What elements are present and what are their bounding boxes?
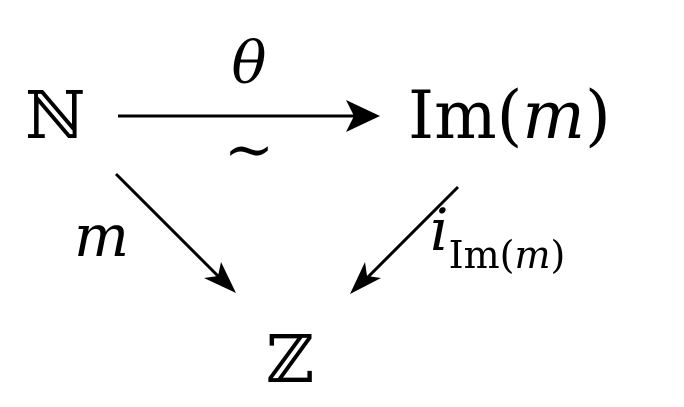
arrow-theta-label: θ [232,29,267,97]
arrow-inclusion-head [350,262,381,294]
node-image-prefix: Im( [408,77,522,154]
subscript-variable: m [514,233,550,277]
node-integers: ℤ [266,321,314,398]
arrow-m-head [204,262,236,293]
node-naturals: ℕ [25,77,85,154]
arrow-m [114,172,236,293]
arrow-m-shaft [114,172,222,280]
node-image-variable: m [522,77,585,154]
arrow-inclusion-shaft [364,185,460,281]
arrow-inclusion-label: iIm(m) [430,196,565,277]
arrow-theta-head [346,100,380,132]
arrow-theta [118,100,380,132]
arrow-theta-iso-label: ∼ [224,115,274,185]
arrow-inclusion-label-subscript: Im(m) [449,233,566,277]
arrow-inclusion-label-main: i [430,196,449,264]
subscript-prefix: Im( [449,233,515,277]
node-image-suffix: ) [585,77,611,154]
subscript-suffix: ) [550,233,565,277]
arrow-m-label: m [74,202,129,270]
arrow-inclusion [350,185,460,294]
node-image: Im(m) [408,77,611,154]
